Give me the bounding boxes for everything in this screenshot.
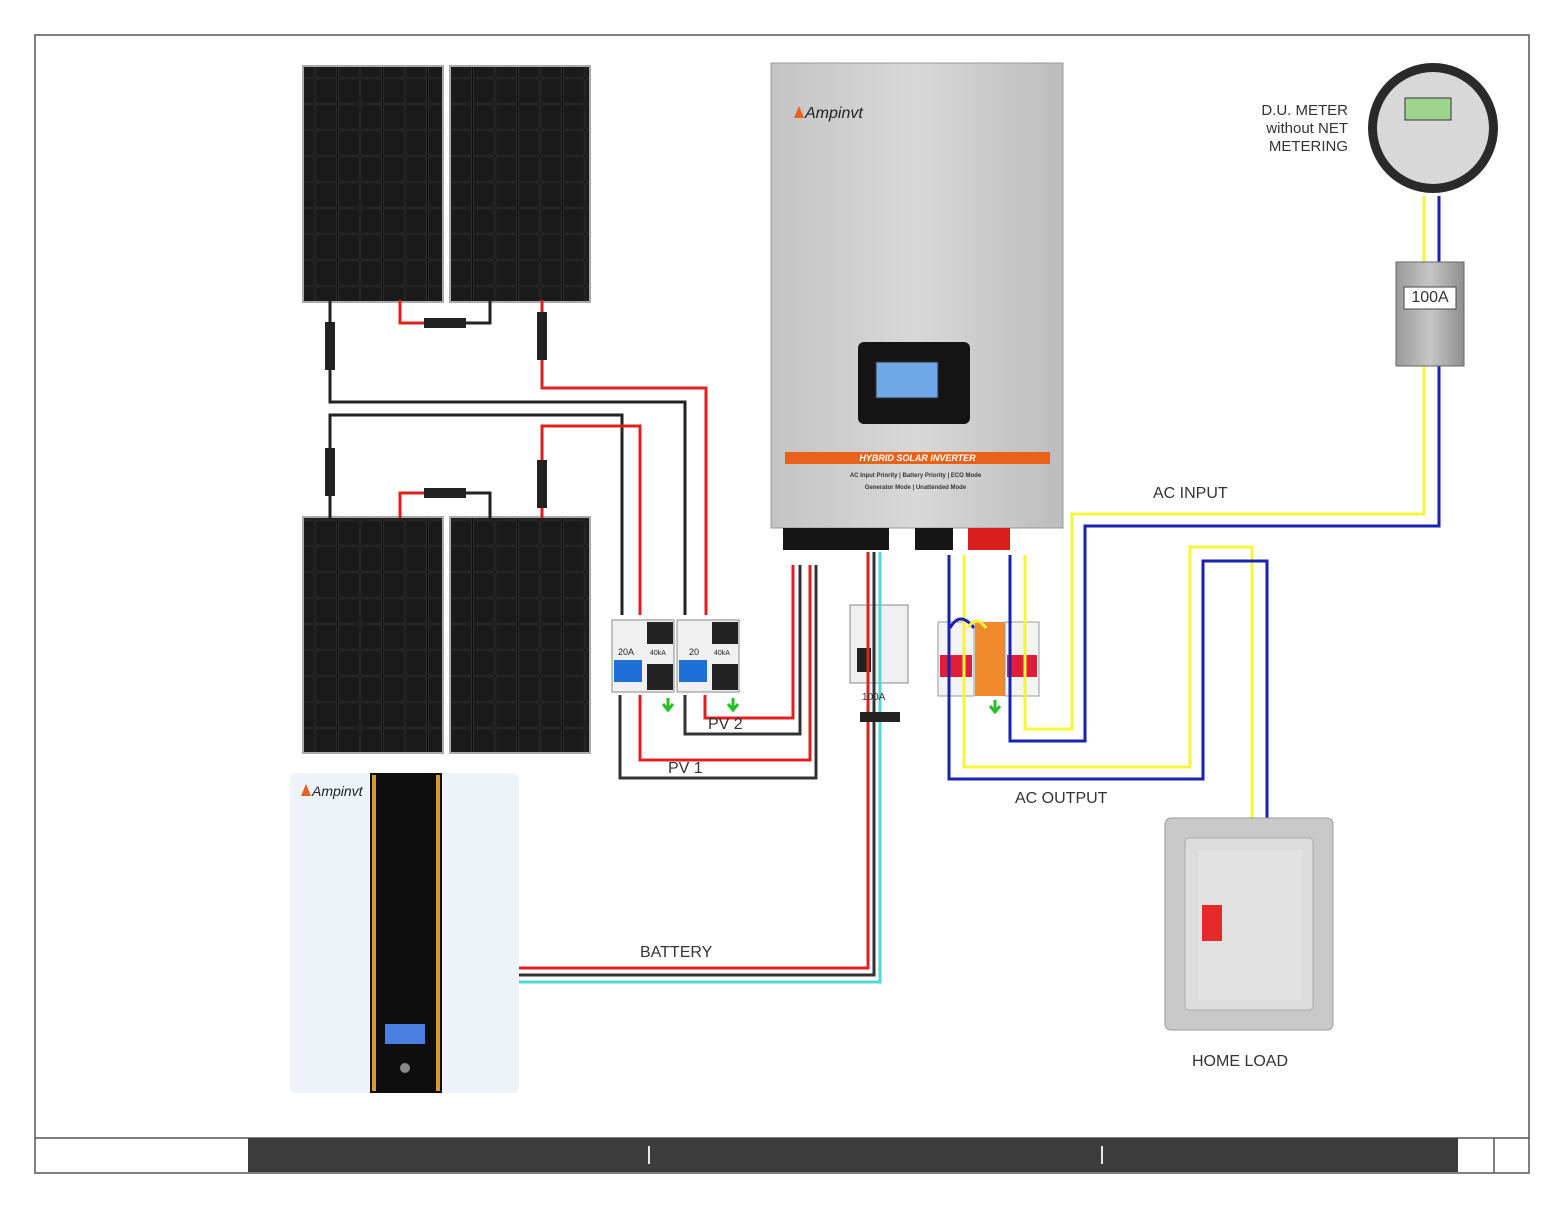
- battery-unit: [290, 773, 519, 1093]
- inverter-brand-logo: Ampinvt: [794, 105, 863, 123]
- pv2-label: PV 2: [708, 716, 743, 733]
- meter-label-line1: D.U. METER: [1261, 102, 1348, 119]
- pv-wiring: [325, 300, 818, 780]
- home-load-label: HOME LOAD: [1192, 1053, 1289, 1070]
- battery-label: BATTERY: [640, 944, 713, 961]
- hybrid-inverter: [770, 62, 1064, 550]
- pv2-spd-rating: 40kA: [714, 650, 730, 657]
- pv1-label: PV 1: [668, 760, 703, 777]
- meter-label: D.U. METER without NET METERING: [1230, 102, 1348, 156]
- inverter-modes-line2: Generator Mode | Unattended Mode: [864, 485, 967, 491]
- home-load-panel: [1164, 817, 1334, 1031]
- pv1-spd-rating: 40kA: [650, 650, 666, 657]
- ac-output-label: AC OUTPUT: [1015, 790, 1108, 807]
- inverter-modes-line1: AC Input Priority | Battery Priority | E…: [849, 473, 982, 479]
- battery-wiring: [519, 552, 900, 984]
- solar-panel-top-right: [449, 65, 591, 303]
- solar-panel-top-left: [302, 65, 444, 303]
- meter-label-line2: without NET: [1266, 120, 1348, 137]
- footer-separator: [1101, 1146, 1103, 1164]
- ac-input-label: AC INPUT: [1153, 485, 1228, 502]
- pv-breaker-block: 20A 40kA 20 40kA: [611, 619, 740, 713]
- footer-bar: [248, 1138, 1458, 1172]
- main-breaker-rating: 100A: [1411, 289, 1449, 306]
- pv2-dc-breaker-rating: 20: [689, 647, 699, 657]
- pv1-dc-breaker-rating: 20A: [618, 647, 634, 657]
- battery-breaker-rating: 100A: [862, 692, 886, 703]
- meter-label-line3: METERING: [1268, 138, 1348, 155]
- solar-panel-bottom-right: [449, 516, 591, 754]
- footer-separator: [648, 1146, 650, 1164]
- du-meter: [1368, 63, 1498, 193]
- battery-brand-logo: Ampinvt: [301, 783, 363, 799]
- inverter-band-label: HYBRID SOLAR INVERTER: [859, 453, 976, 463]
- solar-panel-bottom-left: [302, 516, 444, 754]
- main-breaker-box: [1395, 261, 1465, 367]
